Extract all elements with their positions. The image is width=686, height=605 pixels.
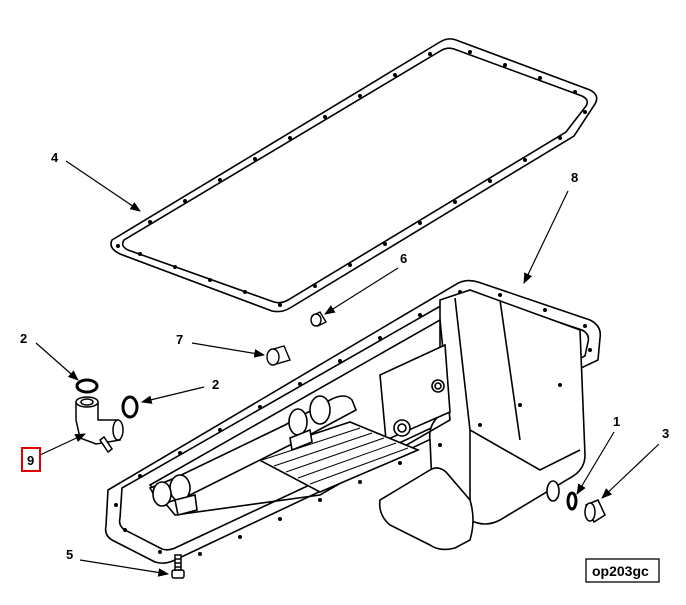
callout-6: 6 xyxy=(400,251,407,266)
callout-1: 1 xyxy=(613,414,620,429)
dowel-pin xyxy=(310,311,327,327)
drawing-code-box: op203gc xyxy=(585,558,660,583)
leader-lines xyxy=(35,160,660,577)
callout-3: 3 xyxy=(662,426,669,441)
callout-4: 4 xyxy=(51,150,59,165)
callout-5: 5 xyxy=(66,547,73,562)
callout-8: 8 xyxy=(571,170,578,185)
cup-plug xyxy=(266,345,291,366)
callout-2-right: 2 xyxy=(212,377,219,392)
callout-labels: 4 8 6 7 2 2 9 1 3 5 xyxy=(20,150,669,562)
tube-elbow xyxy=(75,396,124,454)
gasket-bolt-holes xyxy=(116,50,587,307)
drawing-code: op203gc xyxy=(592,563,649,579)
callout-2-upper: 2 xyxy=(20,331,27,346)
drain-plug xyxy=(584,499,606,524)
o-ring-right xyxy=(121,395,139,419)
oil-pan-gasket xyxy=(110,38,598,313)
callout-9-highlight xyxy=(21,447,41,472)
pan-flange-bolt-holes xyxy=(114,290,592,556)
callout-7: 7 xyxy=(176,332,183,347)
oil-pan xyxy=(104,279,602,564)
sealing-washer xyxy=(566,491,578,511)
pan-bolt xyxy=(171,554,185,579)
o-ring-upper xyxy=(75,378,99,394)
callout-9: 9 xyxy=(27,453,34,468)
